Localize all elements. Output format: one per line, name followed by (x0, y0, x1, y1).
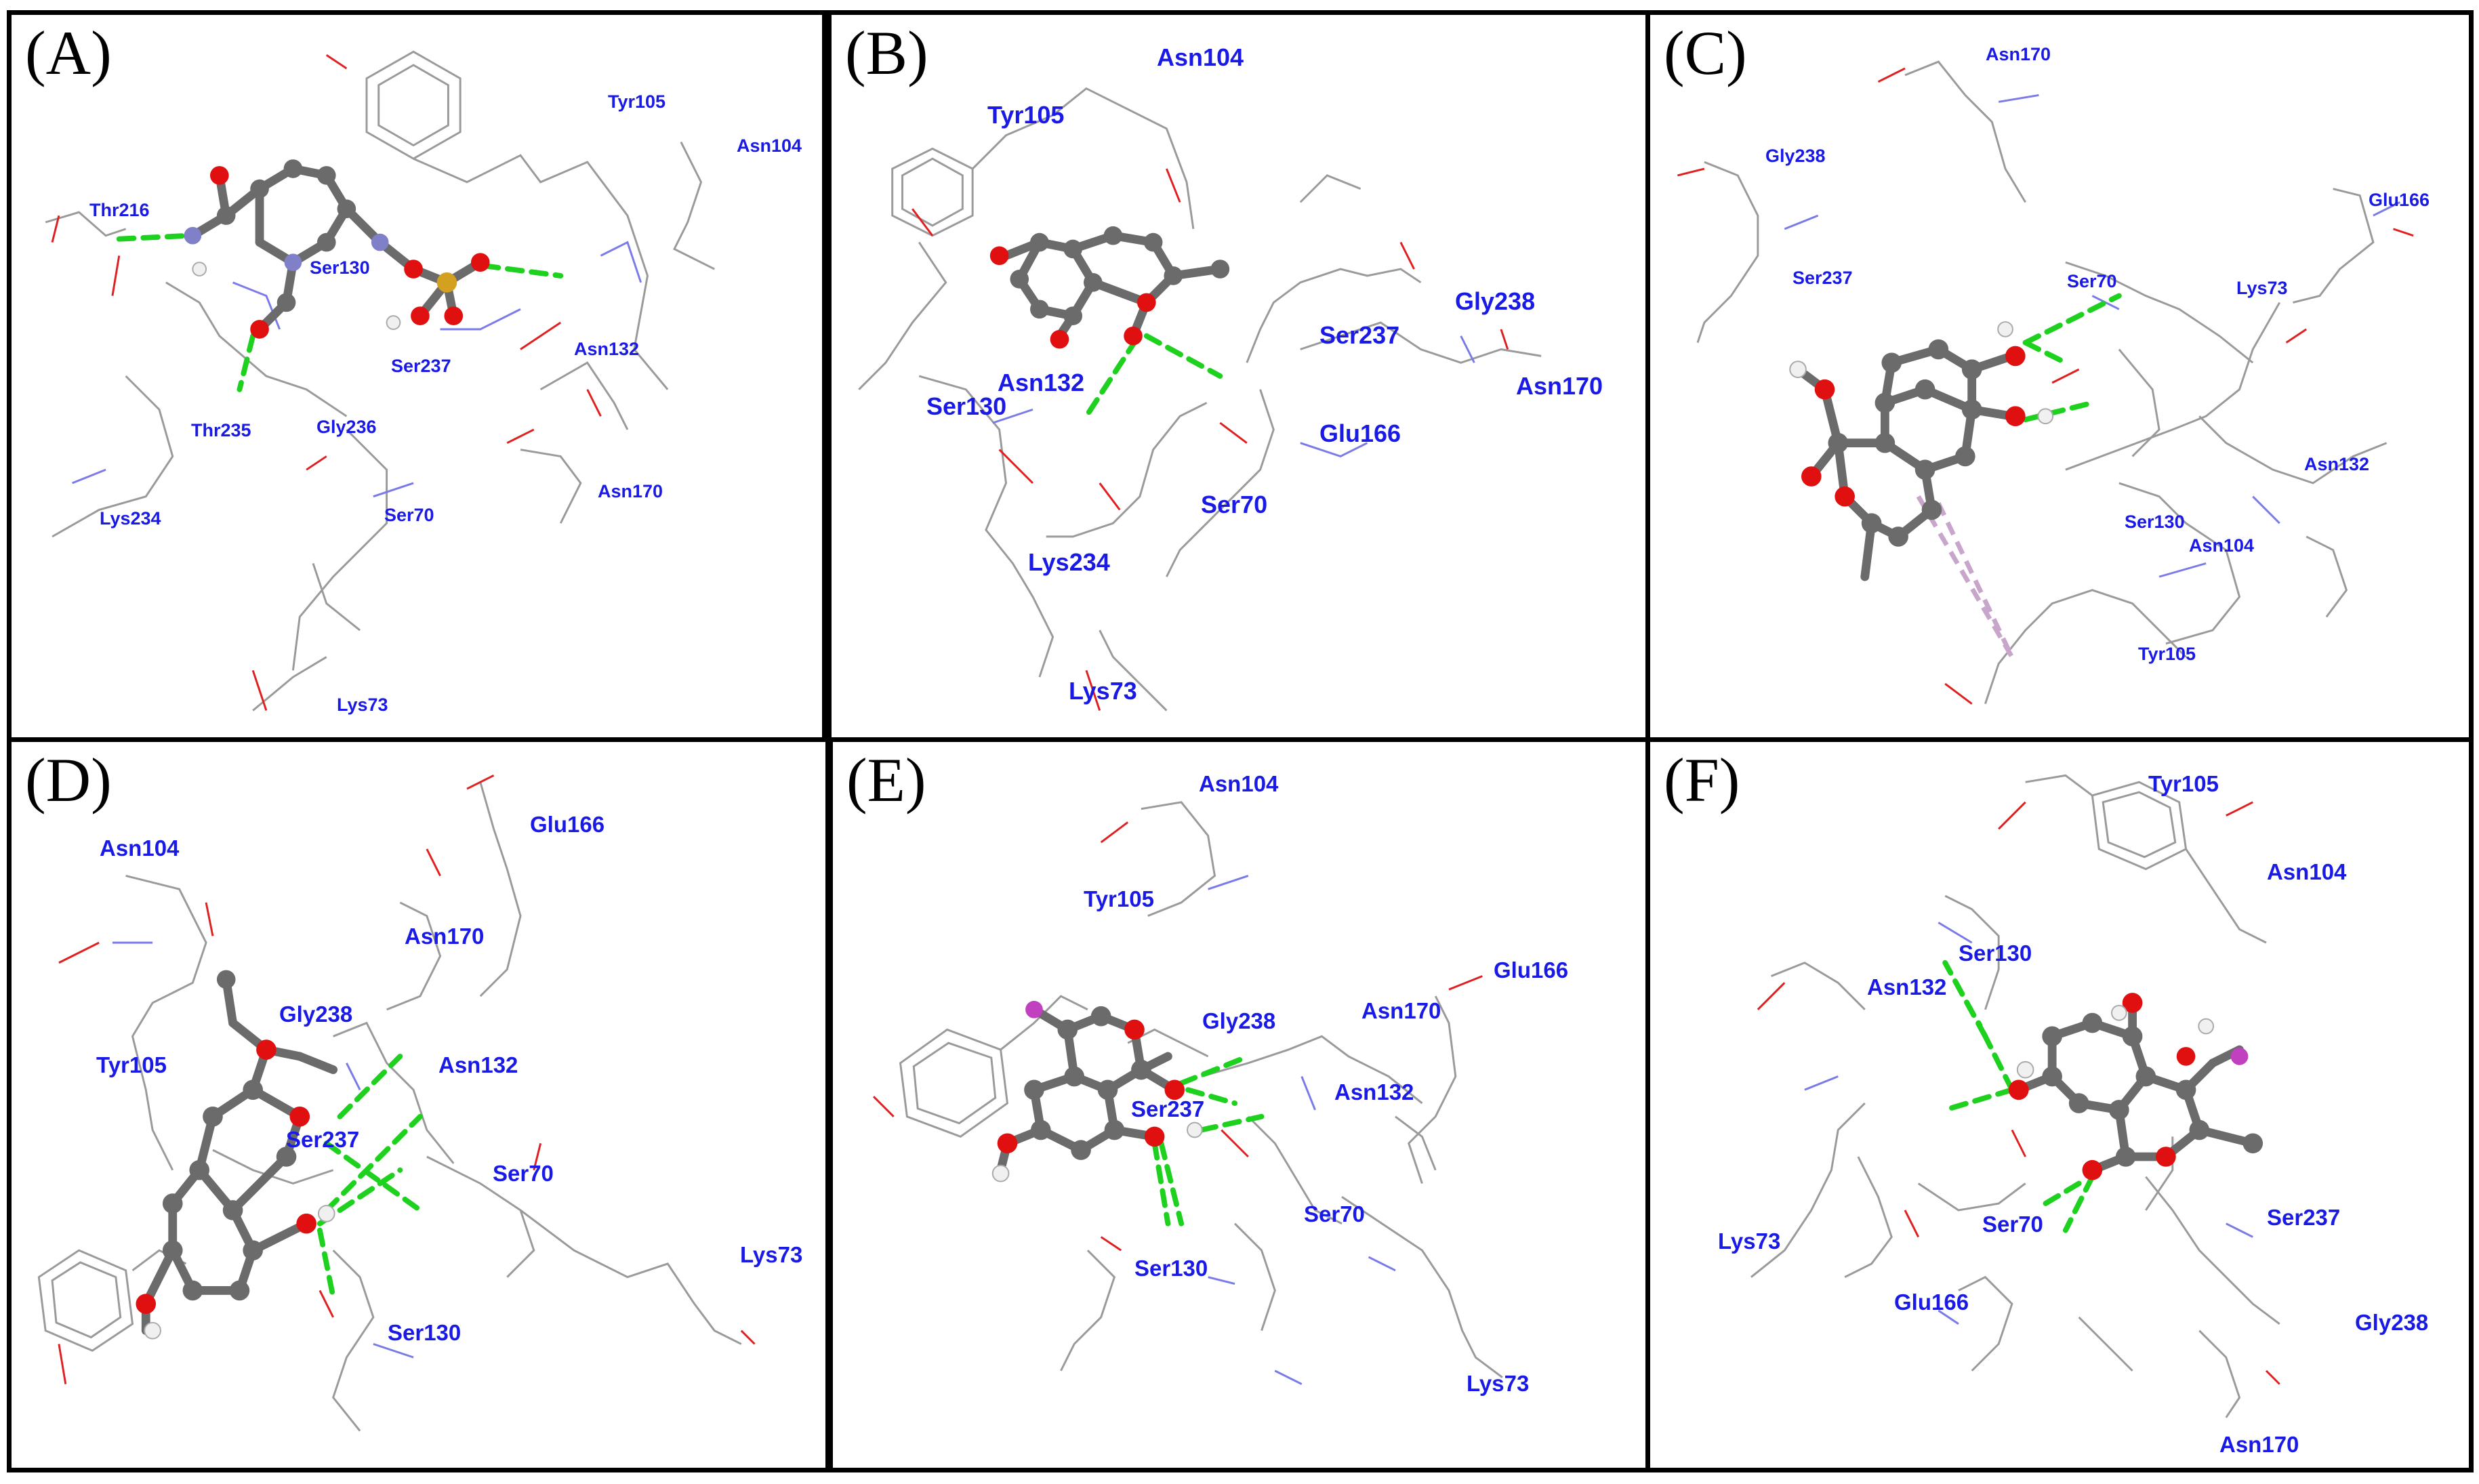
residue-label: Asn104 (2267, 859, 2347, 884)
residue-label: Asn104 (1157, 43, 1244, 71)
residue-label: Ser130 (1134, 1256, 1208, 1281)
residue-label: Ser70 (1201, 491, 1268, 518)
residue-wireframe (858, 87, 1542, 712)
residue-label: Ser70 (384, 505, 434, 525)
panel-d-structure (37, 775, 756, 1432)
residue-label: Lys73 (740, 1242, 803, 1267)
residue-label: Lys73 (1069, 677, 1137, 705)
panel-label: (F) (1664, 745, 1740, 815)
residue-label: Asn170 (405, 924, 485, 949)
residue-label: Lys73 (1467, 1371, 1530, 1396)
residue-label: Lys73 (2236, 278, 2288, 298)
panel-label: (B) (845, 18, 928, 87)
residue-label: Gly236 (316, 417, 377, 437)
panel-a-structure (45, 50, 715, 712)
residue-label: Lys73 (1718, 1229, 1781, 1254)
residue-wireframe (37, 775, 756, 1432)
ligand-b (989, 226, 1230, 419)
panel-f: (F) (1645, 737, 2474, 1472)
residue-label: Asn132 (438, 1052, 518, 1077)
residue-label: Tyr105 (96, 1052, 167, 1077)
residue-label: Asn132 (2304, 454, 2370, 474)
residue-label: Asn170 (1986, 44, 2051, 64)
residue-label: Glu166 (1319, 419, 1401, 447)
ligand-e (991, 1001, 1265, 1227)
residue-label: Ser70 (493, 1161, 554, 1186)
residue-label: Gly238 (279, 1002, 353, 1027)
panel-d: (D) (7, 737, 830, 1472)
ligand-f (1942, 960, 2263, 1233)
residue-label: Ser237 (1131, 1096, 1205, 1121)
panel-label: (E) (846, 745, 926, 815)
residue-label: Tyr105 (987, 101, 1065, 129)
ligand-c (1789, 293, 2122, 659)
residue-label: Ser237 (1792, 268, 1853, 288)
residue-label: Glu166 (2369, 190, 2430, 210)
residue-label: Asn170 (2219, 1432, 2299, 1457)
residue-label: Asn132 (998, 369, 1085, 396)
residue-label: Glu166 (1494, 957, 1569, 983)
residue-label: Lys73 (337, 695, 388, 715)
panel-f-structure (1750, 774, 2280, 1418)
residue-label: Gly238 (1455, 287, 1536, 315)
residue-label: Gly238 (1202, 1008, 1276, 1033)
residue-label: Ser130 (2125, 512, 2185, 532)
ligand-a (116, 159, 564, 392)
panel-a: (A) (7, 10, 827, 742)
residue-label: Ser70 (1982, 1212, 2043, 1237)
residue-label: Thr235 (191, 420, 251, 440)
residue-label: Asn104 (2189, 535, 2255, 556)
residue-label: Tyr105 (608, 91, 666, 112)
residue-label: Asn104 (100, 836, 180, 861)
residue-label: Asn132 (1867, 974, 1947, 999)
residue-label: Ser237 (286, 1127, 360, 1152)
residue-label: Ser237 (1319, 321, 1400, 349)
residue-label: Ser237 (391, 356, 451, 376)
panel-b: (B) (827, 10, 1650, 742)
panel-label: (C) (1664, 18, 1747, 87)
residue-label: Lys234 (100, 508, 161, 529)
residue-label: Asn170 (1361, 998, 1441, 1023)
residue-label: Glu166 (530, 812, 605, 837)
panel-label: (D) (25, 745, 112, 815)
ligand-d (136, 970, 423, 1340)
residue-label: Tyr105 (2148, 771, 2219, 796)
residue-label: Ser130 (926, 392, 1007, 420)
residue-label: Ser130 (310, 257, 370, 278)
residue-label: Tyr105 (1084, 886, 1154, 911)
residue-wireframe (1677, 60, 2414, 705)
residue-label: Asn104 (1199, 771, 1279, 796)
panel-e-structure (873, 801, 1503, 1385)
panel-b-structure (858, 87, 1542, 712)
panel-c: (C) (1645, 10, 2474, 742)
panel-c-structure (1677, 60, 2414, 705)
residue-label: Lys234 (1028, 548, 1110, 576)
residue-label: Asn170 (1516, 372, 1603, 400)
residue-label: Gly238 (2355, 1310, 2429, 1335)
residue-label: Asn104 (737, 136, 802, 156)
panel-label: (A) (25, 18, 112, 87)
residue-label: Thr216 (89, 200, 150, 220)
residue-label: Glu166 (1894, 1290, 1969, 1315)
residue-label: Asn170 (598, 481, 663, 501)
residue-wireframe (45, 50, 715, 712)
residue-label: Tyr105 (2138, 644, 2196, 664)
residue-label: Ser130 (1959, 941, 2032, 966)
residue-label: Asn132 (574, 339, 640, 359)
residue-label: Ser70 (1304, 1201, 1365, 1227)
residue-label: Gly238 (1765, 146, 1826, 166)
residue-label: Asn132 (1334, 1079, 1414, 1105)
panel-e: (E) (828, 737, 1650, 1472)
residue-label: Ser237 (2267, 1205, 2341, 1230)
residue-label: Ser70 (2067, 271, 2117, 291)
residue-label: Ser130 (388, 1320, 462, 1345)
